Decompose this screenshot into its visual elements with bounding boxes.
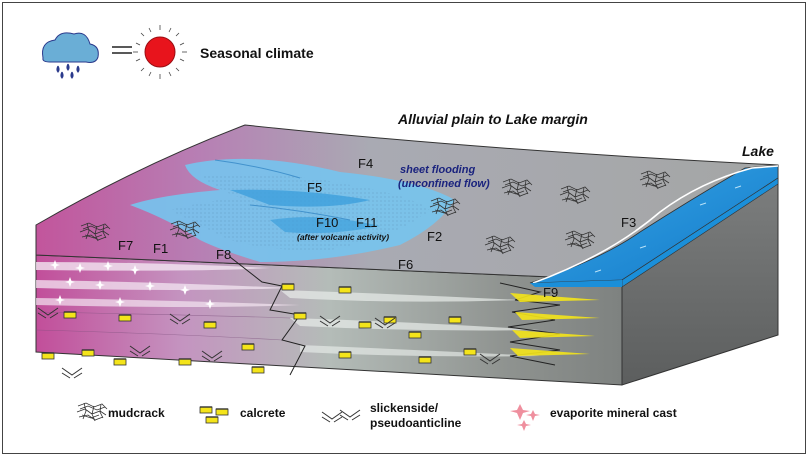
facies-f2: F2 (427, 229, 442, 244)
facies-f9: F9 (543, 285, 558, 300)
legend-slickenside-label-2: pseudoanticline (370, 416, 462, 430)
legend-calcrete-label: calcrete (240, 406, 286, 420)
legend-slickenside-icon (321, 409, 361, 423)
legend-evaporite-icon (510, 404, 540, 431)
legend-calcrete-icon (199, 406, 229, 424)
facies-f11: F11 (356, 215, 377, 230)
setting-title: Alluvial plain to Lake margin (397, 111, 588, 127)
equals-sign (112, 46, 132, 54)
legend: mudcrack calcrete slickenside/ pseudoant… (76, 401, 677, 431)
facies-f3: F3 (621, 215, 636, 230)
lake-label: Lake (742, 143, 774, 159)
facies-f5: F5 (307, 180, 322, 195)
facies-f7: F7 (118, 238, 133, 253)
sheet-flooding-label: sheet flooding (400, 164, 475, 176)
facies-f8: F8 (216, 247, 231, 262)
climate-label: Seasonal climate (200, 45, 314, 61)
sun-icon (133, 25, 187, 79)
legend-mudcrack-label: mudcrack (108, 406, 165, 420)
facies-f4: F4 (358, 156, 373, 171)
legend-evaporite-label: evaporite mineral cast (550, 406, 677, 420)
sheet-flood-area (130, 158, 455, 262)
legend-slickenside-label-1: slickenside/ (370, 401, 439, 415)
lake-body (529, 164, 779, 288)
facies-f1: F1 (153, 241, 168, 256)
rain-cloud-icon (42, 32, 99, 79)
unconfined-flow-label: (unconfined flow) (398, 178, 490, 190)
facies-f6: F6 (398, 257, 413, 272)
volcanic-note: (after volcanic activity) (297, 232, 389, 242)
legend-mudcrack-icon (76, 402, 108, 422)
facies-f10: F10 (316, 215, 338, 230)
